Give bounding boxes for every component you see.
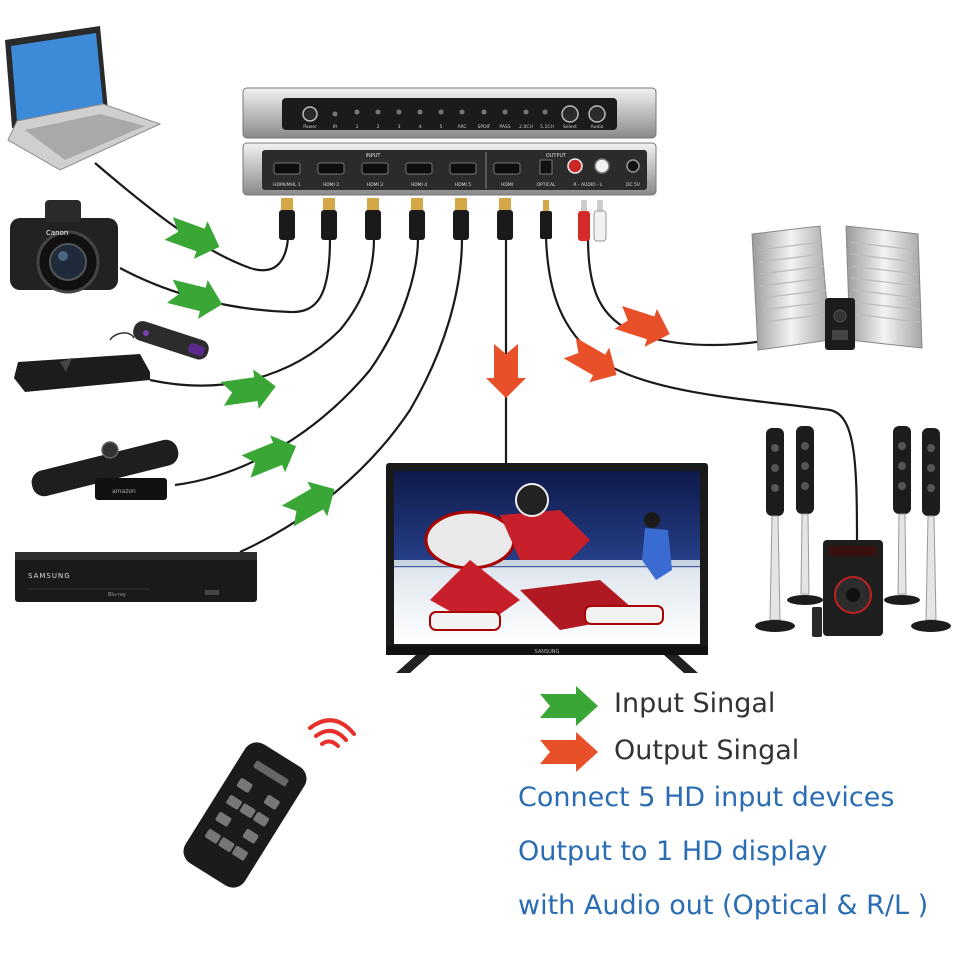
power-button[interactable] <box>302 106 318 122</box>
laptop <box>5 26 162 171</box>
legend-output-arrow-icon <box>540 732 598 772</box>
ir-remote <box>183 718 356 888</box>
rear-label-dc: DC 5V <box>626 182 641 188</box>
front-label-2ch: 2.0CH <box>519 124 533 130</box>
front-label-audio: Audio <box>591 124 604 130</box>
front-label-spdif: SPDIF <box>478 124 491 130</box>
input-arrow-roku <box>220 369 276 409</box>
output-arrow-stereo <box>614 305 670 347</box>
stereo-speakers <box>751 225 923 351</box>
plug-5 <box>453 198 469 240</box>
caption-line-3: with Audio out (Optical & R/L ) <box>518 890 929 921</box>
fire-tv-stick: amazon <box>31 439 179 500</box>
plug-2 <box>321 198 337 240</box>
front-label-ir: IR <box>333 124 337 130</box>
front-label-pass: PASS <box>499 124 510 130</box>
hdmi-port-2 <box>317 162 345 175</box>
legend-output-label: Output Singal <box>614 735 800 766</box>
input-arrow-bluray <box>281 481 335 527</box>
hdmi-port-1 <box>273 162 301 175</box>
output-arrow-tv <box>486 344 526 398</box>
hdmi-port-5 <box>449 162 477 175</box>
hdmi-plugs <box>279 198 607 242</box>
input-arrow-firestick <box>241 435 297 478</box>
plug-out <box>497 198 513 240</box>
cable-optical <box>544 237 859 541</box>
bluray-player: SAMSUNG Blu-ray <box>15 552 257 602</box>
camera: Canon <box>10 200 118 294</box>
tower-1 <box>755 428 795 632</box>
caption-line-2: Output to 1 HD display <box>518 836 828 867</box>
plug-optical <box>540 200 552 239</box>
select-button[interactable] <box>561 105 579 123</box>
hdmi-port-out <box>493 162 521 175</box>
front-label-2: 2 <box>377 124 380 130</box>
plug-rca-red <box>578 200 590 241</box>
front-label-5: 5 <box>440 124 443 130</box>
cable-firestick <box>174 237 420 487</box>
subwoofer <box>812 540 883 637</box>
rca-white-port <box>594 158 610 174</box>
rear-label-optical: OPTICAL <box>536 182 556 188</box>
front-label-power: Power <box>303 124 317 130</box>
tower-3 <box>884 426 920 605</box>
hdmi-port-3 <box>361 162 389 175</box>
cable-roku <box>149 237 376 387</box>
rear-label-audio-rl: R - AUDIO - L <box>573 182 603 188</box>
roku-player <box>14 354 150 392</box>
cable-laptop <box>94 162 290 272</box>
tower-2 <box>787 426 823 605</box>
hdmi-port-4 <box>405 162 433 175</box>
front-label-1: 1 <box>356 124 359 130</box>
bluray-brand: SAMSUNG <box>28 572 71 580</box>
cable-camera <box>119 237 332 314</box>
rear-label-hdmi4: HDMI 4 <box>411 182 427 188</box>
switch-rear-panel: INPUT OUTPUT HDMI/MHL 1 HDMI 2 HDMI 3 HD… <box>242 142 657 196</box>
input-arrow-laptop <box>164 217 220 259</box>
dc-port <box>626 159 640 173</box>
plug-1 <box>279 198 295 240</box>
rear-label-hdmi3: HDMI 3 <box>367 182 383 188</box>
output-arrows <box>486 305 670 398</box>
plug-3 <box>365 198 381 240</box>
tv-brand: SANSUNG <box>535 649 560 655</box>
rear-label-hdmi-out: HDMI <box>501 182 513 188</box>
rca-red-port <box>567 158 583 174</box>
front-label-arc: ARC <box>457 124 466 130</box>
front-label-3: 3 <box>398 124 401 130</box>
optical-port <box>539 159 553 175</box>
audio-button[interactable] <box>588 105 606 123</box>
front-label-select: Select <box>563 124 577 130</box>
plug-rca-white <box>593 200 607 242</box>
ir-signal-icon <box>308 718 356 748</box>
plug-4 <box>409 198 425 240</box>
input-arrows <box>164 217 335 527</box>
legend-input-label: Input Singal <box>614 688 776 719</box>
front-label-4: 4 <box>419 124 422 130</box>
legend-input-arrow-icon <box>540 686 598 726</box>
camera-brand: Canon <box>46 229 68 237</box>
home-theater-speakers <box>755 426 951 637</box>
fire-stick-brand: amazon <box>112 488 136 495</box>
bluray-sub: Blu-ray <box>108 592 126 598</box>
caption-line-1: Connect 5 HD input devices <box>518 782 895 813</box>
roku-remote <box>109 321 209 360</box>
rear-label-hdmi5: HDMI 5 <box>455 182 471 188</box>
rear-label-hdmi2: HDMI 2 <box>323 182 339 188</box>
tower-4 <box>911 428 951 632</box>
front-label-51ch: 5.1CH <box>540 124 554 130</box>
tv: SANSUNG <box>386 463 708 673</box>
rear-section-output: OUTPUT <box>546 153 567 159</box>
rear-label-hdmi1: HDMI/MHL 1 <box>273 182 301 188</box>
switch-front-panel: Power IR 1 2 3 4 5 ARC SPDIF PASS 2.0CH … <box>242 87 657 139</box>
input-arrow-camera <box>166 279 223 319</box>
output-arrow-theater <box>563 337 617 383</box>
rear-section-input: INPUT <box>366 153 382 159</box>
